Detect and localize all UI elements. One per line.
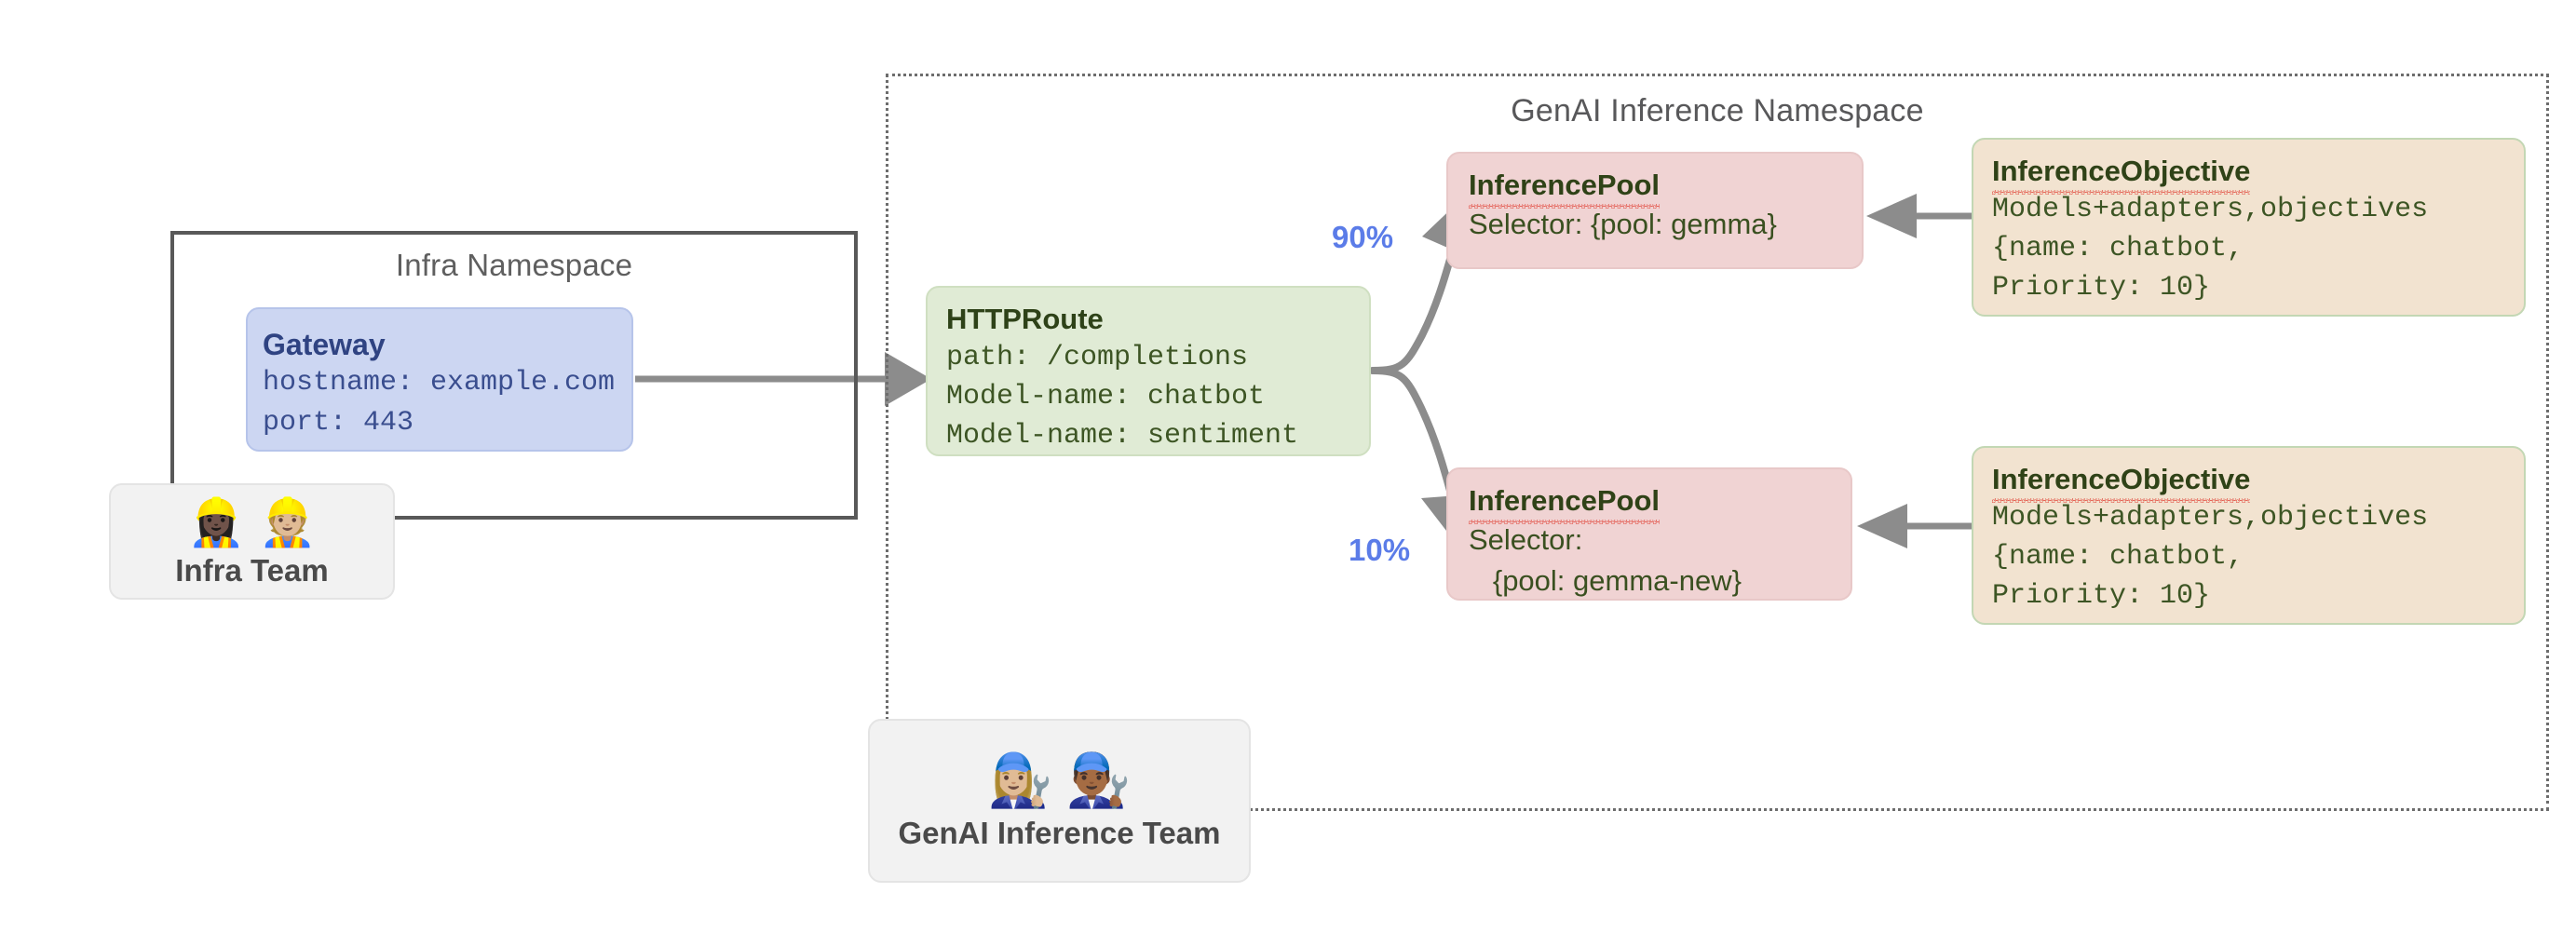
httproute-line-model-chatbot: Model-name: chatbot	[946, 381, 1266, 412]
infra-namespace-title: Infra Namespace	[395, 248, 633, 282]
inferencepool-gemma-new-node[interactable]: InferencePool Selector: {pool: gemma-new…	[1446, 467, 1852, 601]
inferenceobjective-top-line-models: Models+adapters,objectives	[1992, 194, 2429, 225]
inferencepool-gemma-new-selector-label: Selector:	[1469, 523, 1583, 556]
inferenceobjective-bottom-line-models: Models+adapters,objectives	[1992, 502, 2429, 534]
infra-team-people-icon: 👷🏿‍♀️👷🏼	[187, 494, 330, 549]
inferenceobjective-bottom-title-text: InferenceObjective	[1992, 461, 2251, 503]
httproute-line-path: path: /completions	[946, 342, 1249, 373]
inferencepool-gemma-node[interactable]: InferencePool Selector: {pool: gemma}	[1446, 152, 1864, 269]
inferenceobjective-bottom-line-priority: Priority: 10}	[1992, 580, 2211, 612]
genai-team-label: GenAI Inference Team	[898, 816, 1221, 850]
inferenceobjective-top-line-name: {name: chatbot,	[1992, 233, 2244, 264]
edge-label-10-percent: 10%	[1349, 533, 1411, 567]
inferencepool-gemma-selector: Selector: {pool: gemma}	[1469, 208, 1777, 240]
genai-namespace-title: GenAI Inference Namespace	[1511, 93, 1924, 128]
gateway-node[interactable]: Gateway hostname: example.com port: 443	[246, 307, 633, 452]
inferenceobjective-bottom-line-name: {name: chatbot,	[1992, 541, 2244, 573]
httproute-node[interactable]: HTTPRoute path: /completions Model-name:…	[926, 286, 1371, 456]
genai-team-chip[interactable]: 👩🏼‍🔧👨🏾‍🔧 GenAI Inference Team	[868, 719, 1251, 883]
inferencepool-gemma-new-title: InferencePool	[1469, 482, 1851, 524]
inferencepool-gemma-new-selector-value: {pool: gemma-new}	[1469, 564, 1742, 597]
genai-team-people-icon: 👩🏼‍🔧👨🏾‍🔧	[987, 750, 1145, 811]
inferenceobjective-top-line-priority: Priority: 10}	[1992, 272, 2211, 304]
inferenceobjective-top-node[interactable]: InferenceObjective Models+adapters,objec…	[1972, 138, 2526, 317]
gateway-line-port: port: 443	[263, 407, 414, 439]
edge-label-90-percent: 90%	[1332, 220, 1394, 254]
gateway-title: Gateway	[263, 328, 386, 361]
inferencepool-gemma-new-title-text: InferencePool	[1469, 482, 1660, 524]
inferenceobjective-bottom-node[interactable]: InferenceObjective Models+adapters,objec…	[1972, 446, 2526, 625]
genai-namespace-container	[886, 74, 2549, 811]
infra-team-label: Infra Team	[175, 552, 329, 588]
httproute-line-model-sentiment: Model-name: sentiment	[946, 420, 1299, 452]
inferenceobjective-bottom-title: InferenceObjective	[1992, 461, 2524, 503]
infra-team-chip[interactable]: 👷🏿‍♀️👷🏼 Infra Team	[109, 483, 395, 600]
inferenceobjective-top-title-text: InferenceObjective	[1992, 153, 2251, 195]
inferenceobjective-top-title: InferenceObjective	[1992, 153, 2524, 195]
infra-namespace-container: Infra Namespace	[170, 231, 858, 520]
httproute-title: HTTPRoute	[946, 303, 1104, 335]
inferencepool-gemma-title-text: InferencePool	[1469, 167, 1660, 209]
gateway-line-hostname: hostname: example.com	[263, 367, 616, 399]
inferencepool-gemma-title: InferencePool	[1469, 167, 1862, 209]
